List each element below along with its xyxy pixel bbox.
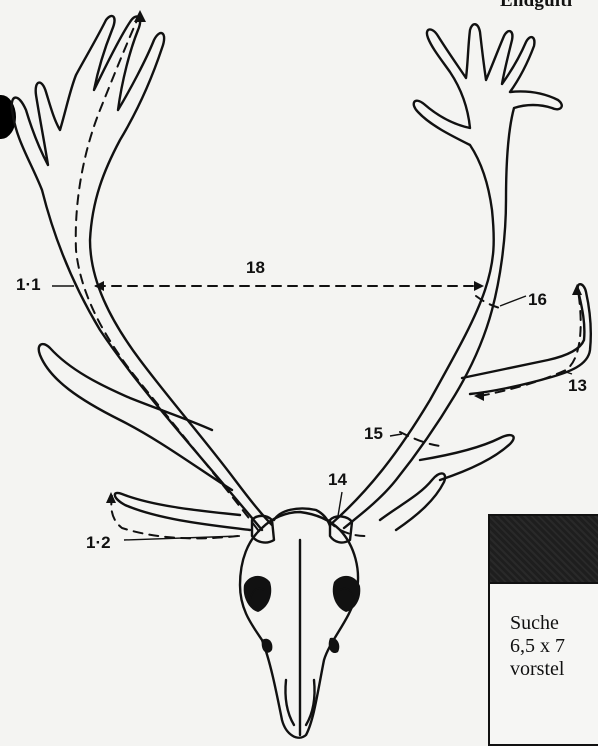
ad-line-2: 6,5 x 7 xyxy=(510,635,598,658)
label-16: 16 xyxy=(528,290,547,310)
classified-ad-box: Suche 6,5 x 7 vorstel xyxy=(488,514,598,746)
skull-eye-left xyxy=(244,576,272,612)
arrow-13-top xyxy=(572,284,582,295)
label-18: 18 xyxy=(246,258,265,278)
skull-pedicle-left xyxy=(252,516,274,543)
label-13: 13 xyxy=(568,376,587,396)
label-15: 15 xyxy=(364,424,383,444)
arrow-18-right xyxy=(474,281,484,291)
ad-header-bar xyxy=(490,516,598,584)
label-14: 14 xyxy=(328,470,347,490)
right-bez-tine xyxy=(420,435,514,480)
left-antler-outline xyxy=(12,16,272,530)
ad-text: Suche 6,5 x 7 vorstel xyxy=(490,584,598,681)
left-brow-tine xyxy=(39,344,232,490)
label-1-1: 1·1 xyxy=(16,275,41,295)
measure-12-brow xyxy=(111,496,238,538)
skull-nose-left xyxy=(285,680,294,725)
skull-cheek-right xyxy=(329,638,340,653)
label-1-2: 1·2 xyxy=(86,533,111,553)
skull-cheek-left xyxy=(262,639,273,653)
ad-line-3: vorstel xyxy=(510,658,598,681)
right-brow-tine xyxy=(380,473,445,530)
left-lower-tine xyxy=(115,493,250,530)
right-antler-outline xyxy=(330,24,562,528)
ad-line-1: Suche xyxy=(510,612,598,635)
measure-11-length xyxy=(76,18,258,530)
skull-eye-right xyxy=(333,576,361,612)
